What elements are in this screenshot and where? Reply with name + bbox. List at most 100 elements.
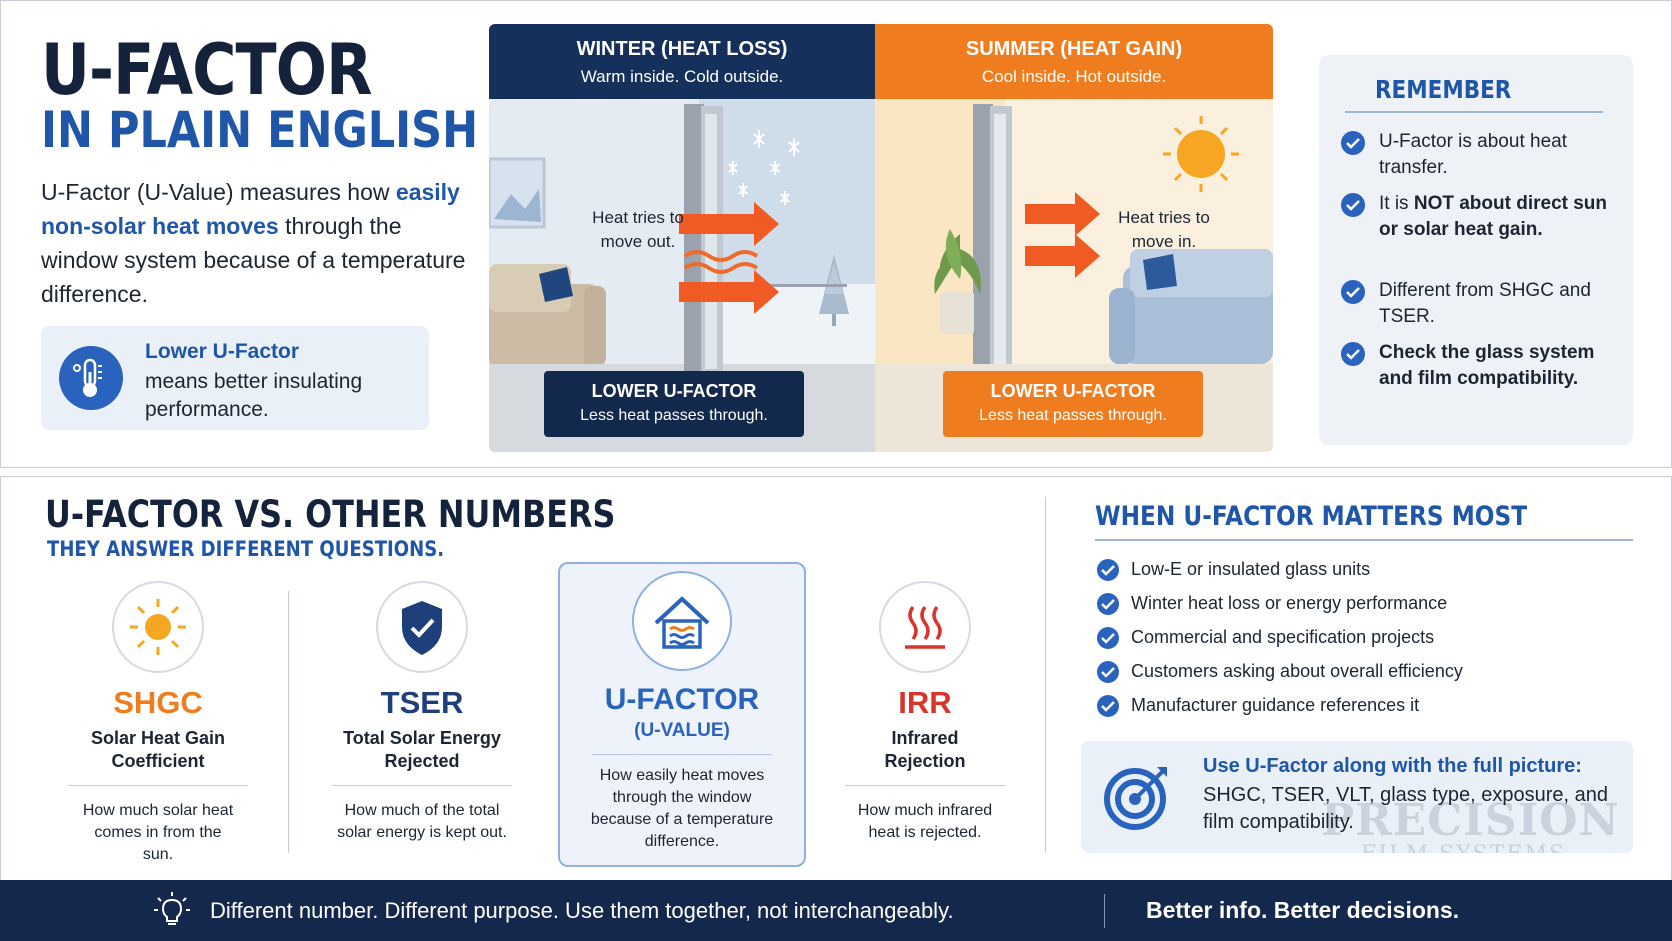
check-circle-icon [1341, 131, 1365, 155]
winter-panel: WINTER (HEAT LOSS) Warm inside. Cold out… [489, 24, 875, 452]
check-circle-icon [1097, 559, 1119, 581]
remember-item-text: U-Factor is about heat transfer. [1379, 131, 1567, 178]
lower-u-factor-title: Lower U-Factor [145, 340, 300, 363]
heat-waves-icon [879, 581, 971, 673]
sun-icon [112, 581, 204, 673]
full-picture-title: Use U-Factor along with the full picture… [1203, 755, 1582, 777]
metric-rule [845, 785, 1005, 786]
metric-name: SHGC [113, 685, 203, 720]
remember-item: U-Factor is about heat transfer. [1341, 129, 1611, 181]
full-picture-text: SHGC, TSER, VLT, glass type, exposure, a… [1203, 784, 1608, 833]
metric-name: TSER [380, 685, 464, 720]
lightbulb-icon [154, 892, 190, 935]
when-item-text: Winter heat loss or energy performance [1131, 593, 1448, 613]
metric-rule [68, 785, 248, 786]
remember-title: REMEMBER [1375, 75, 1512, 104]
house-heat-icon [632, 571, 732, 671]
when-item-text: Commercial and specification projects [1131, 627, 1435, 647]
when-divider [1095, 539, 1633, 541]
lower-u-factor-callout: Lower U-Factor means better insulating p… [41, 326, 429, 430]
metric-irr: IRR Infrared Rejection How much infrared… [805, 581, 1045, 844]
metric-description: How much solar heat comes in from the su… [82, 802, 234, 863]
remember-panel: REMEMBER U-Factor is about heat transfer… [1319, 55, 1633, 445]
when-item-text: Manufacturer guidance references it [1131, 695, 1420, 715]
winter-label: Heat tries to move out. [592, 208, 684, 251]
remember-item: Different from SHGC and TSER. [1341, 278, 1611, 330]
metric-divider [288, 591, 289, 853]
when-item-text: Low-E or insulated glass units [1131, 559, 1371, 579]
metric-name: U-FACTOR [604, 683, 760, 716]
metric-description: How much of the total solar energy is ke… [337, 802, 507, 841]
metric-u-factor: U-FACTOR (U-VALUE) How easily heat moves… [562, 571, 802, 853]
when-item: Customers asking about overall efficienc… [1097, 661, 1617, 687]
when-title: WHEN U-FACTOR MATTERS MOST [1095, 501, 1528, 532]
check-circle-icon [1341, 193, 1365, 217]
footer-message: Different number. Different purpose. Use… [210, 898, 954, 923]
remember-item-text: Different from SHGC and TSER. [1379, 280, 1591, 327]
section-divider [1045, 497, 1046, 853]
shield-check-icon [376, 581, 468, 673]
remember-item-bold: NOT about direct sun or solar heat gain. [1379, 193, 1608, 240]
summer-title: SUMMER (HEAT GAIN) [965, 38, 1183, 60]
summer-badge-title: LOWER U-FACTOR [990, 381, 1156, 401]
winter-title: WINTER (HEAT LOSS) [576, 38, 788, 60]
metric-name: IRR [898, 685, 952, 720]
winter-header: WINTER (HEAT LOSS) Warm inside. Cold out… [489, 24, 875, 99]
check-circle-icon [1097, 661, 1119, 683]
check-circle-icon [1341, 280, 1365, 304]
check-circle-icon [1341, 342, 1365, 366]
check-circle-icon [1097, 593, 1119, 615]
when-item: Manufacturer guidance references it [1097, 695, 1617, 721]
lower-u-factor-text: means better insulating performance. [145, 370, 363, 421]
winter-badge: LOWER U-FACTOR Less heat passes through. [544, 371, 804, 437]
metric-description: How easily heat moves through the window… [590, 767, 774, 850]
intro-highlight: easily non-solar heat moves [41, 179, 460, 239]
metric-full-name: Solar Heat Gain Coefficient [90, 728, 226, 771]
metric-rule [592, 754, 772, 755]
metric-shgc: SHGC Solar Heat Gain Coefficient How muc… [38, 581, 278, 866]
check-circle-icon [1097, 695, 1119, 717]
thermometer-icon [59, 346, 123, 410]
intro-text-before: U-Factor (U-Value) measures how [41, 179, 396, 205]
metric-rule [332, 785, 512, 786]
summer-badge-text: Less heat passes through. [979, 407, 1167, 424]
main-subtitle: IN PLAIN ENGLISH [41, 101, 479, 159]
footer-divider [1104, 894, 1105, 928]
remember-divider [1345, 111, 1603, 113]
when-item: Commercial and specification projects [1097, 627, 1617, 653]
summer-subtitle: Cool inside. Hot outside. [981, 67, 1167, 86]
summer-panel: SUMMER (HEAT GAIN) Cool inside. Hot outs… [875, 24, 1273, 452]
summer-label: Heat tries to move in. [1118, 208, 1210, 251]
main-title: U-FACTOR [41, 29, 372, 111]
metric-description: How much infrared heat is rejected. [857, 802, 993, 841]
target-icon [1101, 761, 1173, 833]
metric-tser: TSER Total Solar Energy Rejected How muc… [302, 581, 542, 844]
intro-paragraph: U-Factor (U-Value) measures how easily n… [41, 175, 471, 311]
remember-item: Check the glass system and film compatib… [1341, 340, 1611, 392]
heat-transfer-scene: WINTER (HEAT LOSS) Warm inside. Cold out… [489, 24, 1273, 452]
compare-title: U-FACTOR VS. OTHER NUMBERS [45, 493, 616, 536]
full-picture-callout: PRECISION FILM SYSTEMS Use U-Factor alon… [1081, 741, 1633, 853]
when-item: Low-E or insulated glass units [1097, 559, 1617, 585]
winter-subtitle: Warm inside. Cold outside. [580, 67, 784, 86]
watermark-name: PRECISION [1321, 795, 1620, 846]
when-item-text: Customers asking about overall efficienc… [1131, 661, 1463, 681]
metric-full-name: Infrared Rejection [884, 728, 966, 771]
remember-item-text: Check the glass system and film compatib… [1379, 342, 1595, 389]
bottom-section: U-FACTOR VS. OTHER NUMBERS THEY ANSWER D… [0, 476, 1672, 941]
remember-item-pre: It is [1379, 193, 1414, 214]
winter-badge-text: Less heat passes through. [580, 407, 768, 424]
footer-bar: Different number. Different purpose. Use… [0, 880, 1672, 941]
metric-full-name: Total Solar Energy Rejected [343, 728, 501, 771]
metric-full-name: (U-VALUE) [634, 720, 730, 741]
intro-text-after: through the window system because of a t… [41, 213, 466, 307]
summer-header: SUMMER (HEAT GAIN) Cool inside. Hot outs… [875, 24, 1273, 99]
remember-item-text: It is NOT about direct sun or solar heat… [1379, 191, 1611, 243]
watermark-logo: PRECISION FILM SYSTEMS [1321, 795, 1620, 854]
check-circle-icon [1097, 627, 1119, 649]
compare-subtitle: THEY ANSWER DIFFERENT QUESTIONS. [47, 537, 445, 561]
remember-item: It is NOT about direct sun or solar heat… [1341, 191, 1611, 243]
summer-badge: LOWER U-FACTOR Less heat passes through. [943, 371, 1203, 437]
top-section: U-FACTOR IN PLAIN ENGLISH U-Factor (U-Va… [0, 0, 1672, 468]
watermark-tagline: FILM SYSTEMS [1361, 843, 1620, 854]
